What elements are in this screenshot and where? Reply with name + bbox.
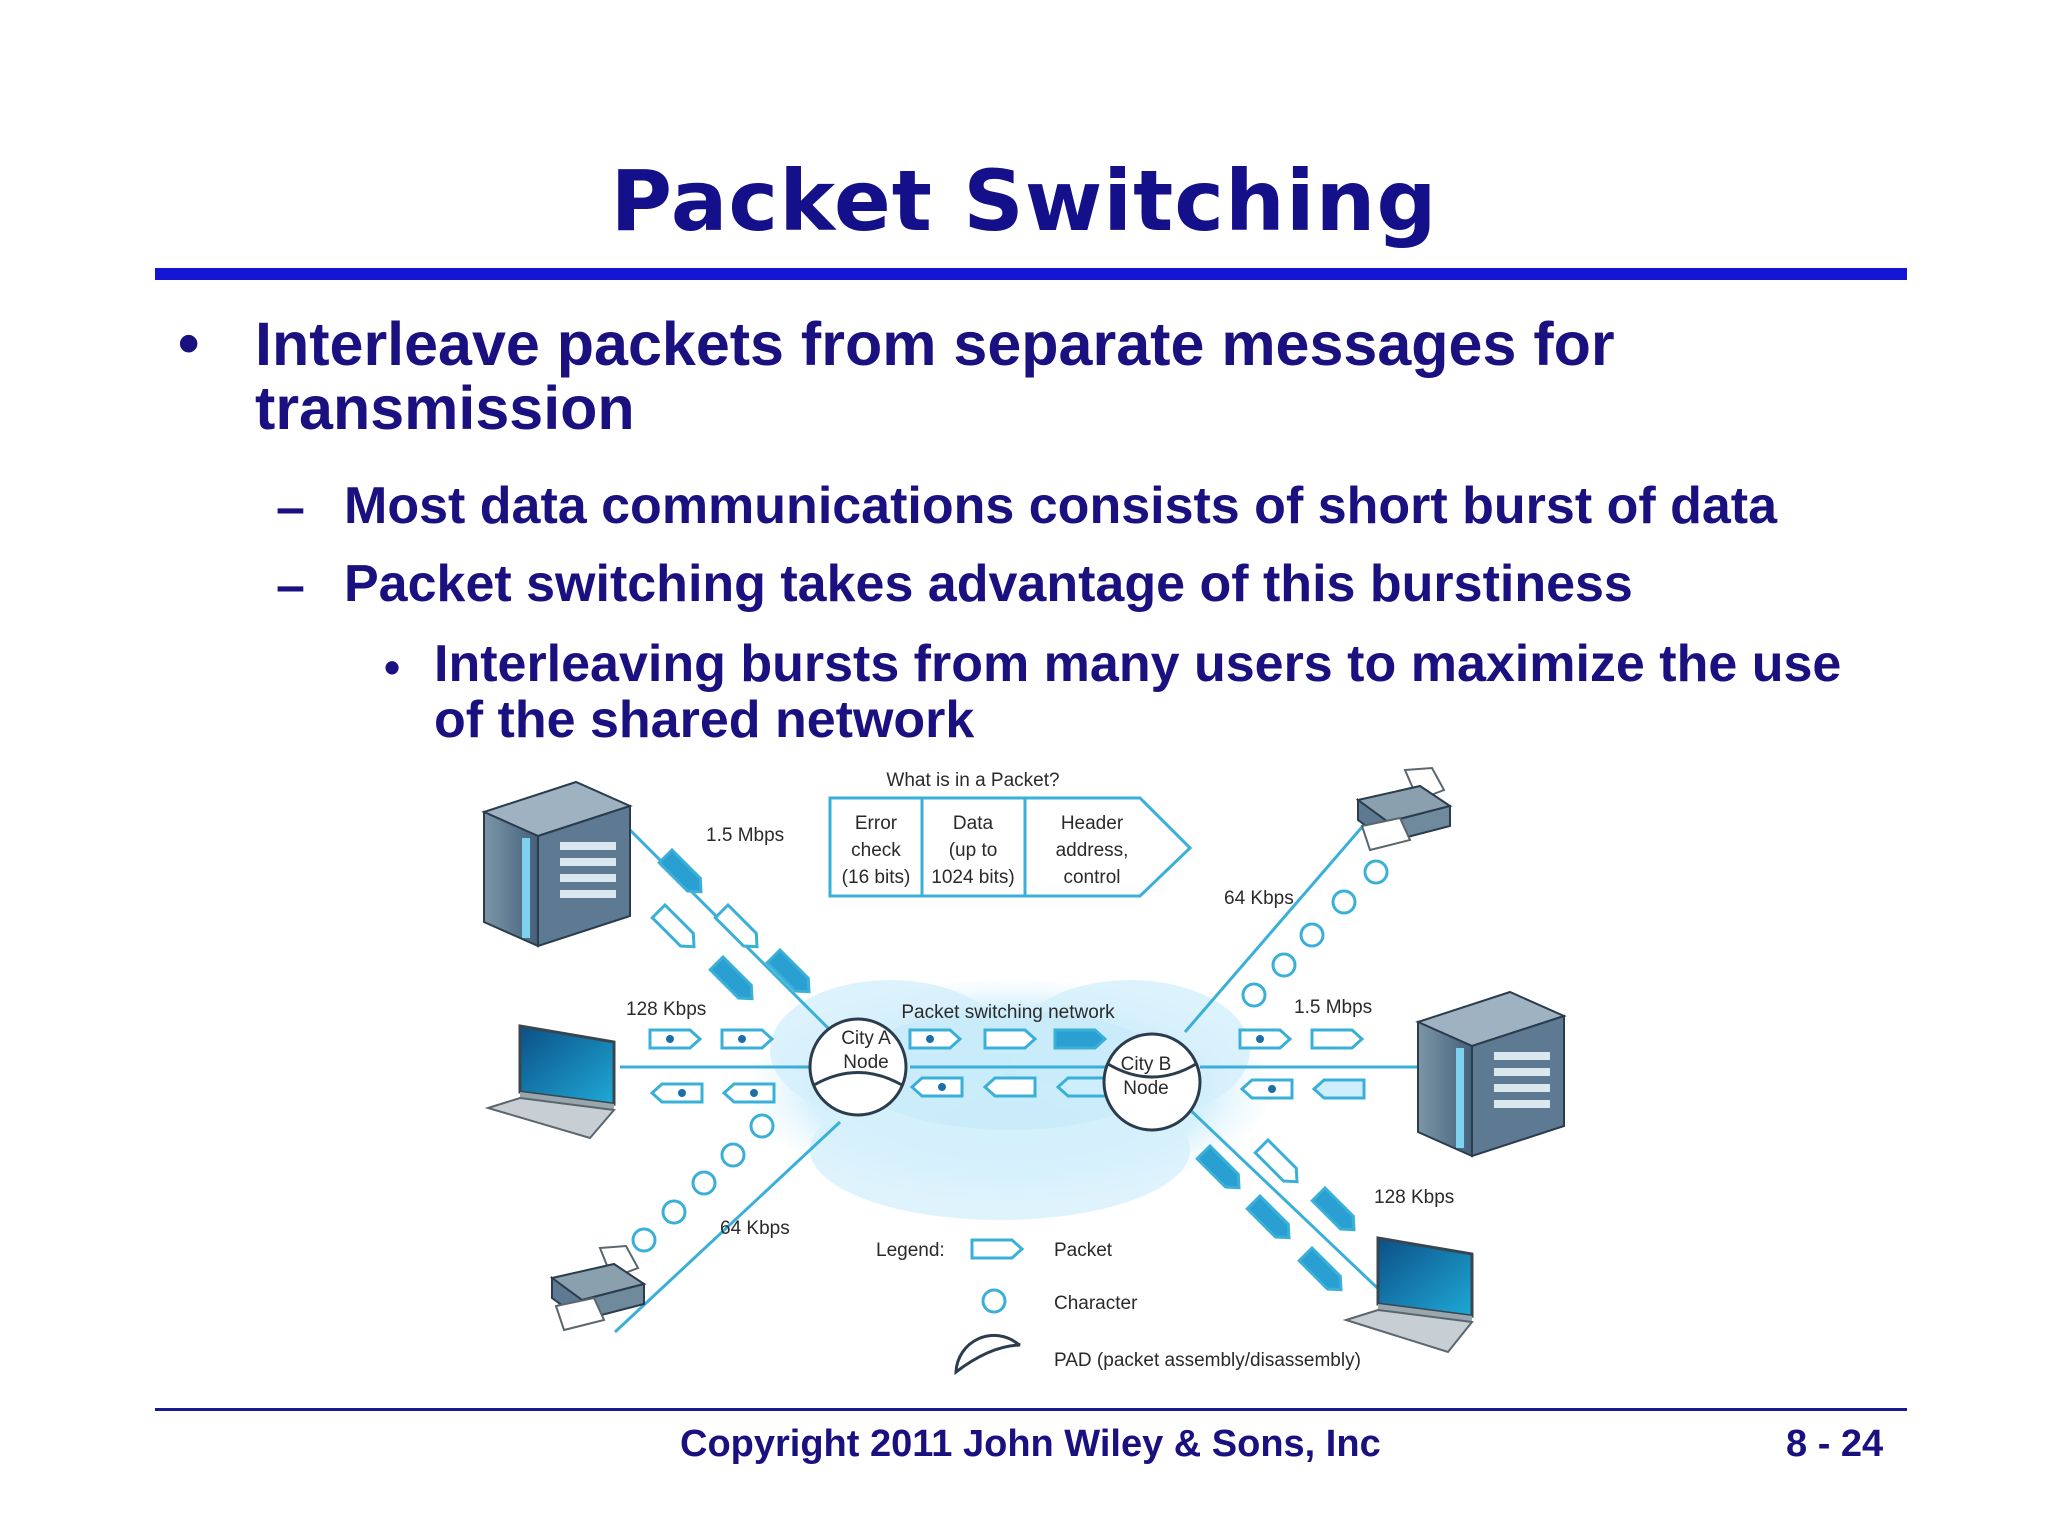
rate-label: 1.5 Mbps <box>1294 997 1372 1018</box>
header-field-label: control <box>1063 867 1120 888</box>
upper-left-link-packets <box>650 848 817 1007</box>
data-field-label: Data <box>953 813 994 834</box>
rate-label: 128 Kbps <box>626 999 706 1020</box>
city-a-label: City A <box>841 1028 891 1049</box>
legend-character-label: Character <box>1054 1293 1138 1314</box>
slide-title: Packet Switching <box>610 152 1438 250</box>
data-field-label: (up to <box>949 840 998 861</box>
packet-title-label: What is in a Packet? <box>886 770 1059 791</box>
sub-bullet-interleaving: Interleaving bursts from many users to m… <box>434 635 1842 749</box>
footer-rule <box>155 1408 1907 1411</box>
copyright: Copyright 2011 John Wiley & Sons, Inc <box>680 1423 1381 1465</box>
laptop-right-icon <box>1342 1236 1474 1354</box>
lower-right-link-packets <box>1195 1138 1362 1298</box>
legend-packet-label: Packet <box>1054 1240 1113 1261</box>
city-b-label: City B <box>1121 1054 1172 1075</box>
rate-label: 1.5 Mbps <box>706 825 784 846</box>
legend-shapes <box>954 1238 1024 1376</box>
packet-structure-box <box>828 796 1193 898</box>
rate-label: 64 Kbps <box>720 1218 790 1239</box>
data-field-label: 1024 bits) <box>931 867 1014 888</box>
printer-left-icon <box>549 1244 647 1332</box>
city-a-label: Node <box>843 1052 888 1073</box>
dash-short-burst: Most data communications consists of sho… <box>344 477 1778 535</box>
laptop-left-icon <box>484 1024 616 1140</box>
header-field-label: Header <box>1061 813 1124 834</box>
bullet-interleave: Interleave packets from separate message… <box>255 310 1615 442</box>
header-field-label: address, <box>1056 840 1129 861</box>
lower-left-characters <box>631 1113 775 1253</box>
server-left-icon <box>481 780 633 948</box>
city-a-node <box>808 1017 908 1117</box>
server-right-icon <box>1415 990 1567 1158</box>
city-b-node <box>1102 1032 1202 1132</box>
upper-right-characters <box>1241 859 1389 1008</box>
dash-marker: – <box>276 557 305 615</box>
rate-label: 128 Kbps <box>1374 1187 1454 1208</box>
error-check-label: (16 bits) <box>842 867 911 888</box>
rate-label: 64 Kbps <box>1224 888 1294 909</box>
legend-pad-label: PAD (packet assembly/disassembly) <box>1054 1350 1361 1371</box>
page-number: 8 - 24 <box>1786 1423 1884 1465</box>
sub-bullet-marker: • <box>384 641 401 693</box>
dash-marker: – <box>276 479 305 537</box>
legend-label: Legend: <box>876 1240 945 1261</box>
printer-right-icon <box>1355 766 1453 852</box>
error-check-label: Error <box>855 813 898 834</box>
title-rule <box>155 268 1907 280</box>
bullet-marker: • <box>178 309 200 377</box>
city-b-label: Node <box>1123 1078 1168 1099</box>
error-check-label: check <box>851 840 901 861</box>
dash-burstiness: Packet switching takes advantage of this… <box>344 555 1633 613</box>
network-label: Packet switching network <box>901 1002 1115 1023</box>
